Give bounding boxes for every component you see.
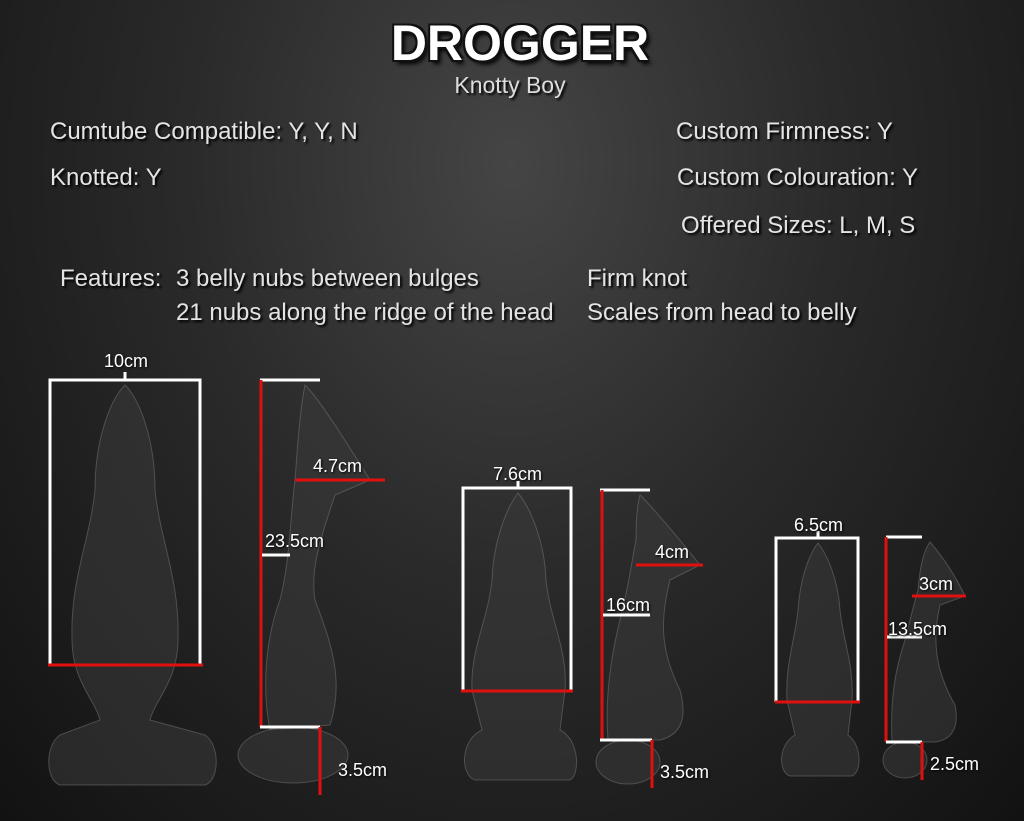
large-base-label: 3.5cm	[338, 760, 388, 780]
features-label: Features:	[60, 265, 162, 292]
large-front-silhouette	[48, 384, 217, 786]
small-width-label: 6.5cm	[794, 515, 844, 535]
medium-side-base	[595, 739, 661, 785]
spec-cumtube: Cumtube Compatible: Y, Y, N	[50, 118, 358, 145]
medium-front-silhouette	[464, 492, 578, 781]
large-length-label: 23.5cm	[265, 531, 325, 551]
feature-item: Scales from head to belly	[587, 299, 857, 326]
feature-item: Firm knot	[587, 265, 688, 292]
product-subtitle: Knotty Boy	[454, 72, 566, 98]
large-side-base	[237, 726, 349, 784]
large-head-label: 4.7cm	[313, 456, 363, 476]
spec-sizes: Offered Sizes: L, M, S	[681, 212, 916, 239]
feature-item: 3 belly nubs between bulges	[176, 265, 479, 292]
medium-length-label: 16cm	[606, 595, 651, 615]
spec-colouration: Custom Colouration: Y	[677, 164, 919, 191]
feature-item: 21 nubs along the ridge of the head	[176, 299, 554, 326]
medium-head-label: 4cm	[655, 542, 690, 562]
small-head-label: 3cm	[919, 574, 954, 594]
spec-firmness: Custom Firmness: Y	[676, 118, 893, 145]
large-side-silhouette	[265, 383, 371, 731]
medium-side-silhouette	[606, 494, 701, 741]
small-side-silhouette	[891, 541, 966, 743]
medium-width-label: 7.6cm	[493, 464, 543, 484]
small-length-label: 13.5cm	[888, 619, 948, 639]
large-width-label: 10cm	[104, 351, 149, 371]
small-front-silhouette	[781, 542, 860, 777]
small-side-base	[882, 741, 928, 779]
medium-base-label: 3.5cm	[660, 762, 710, 782]
small-base-label: 2.5cm	[930, 754, 980, 774]
spec-knotted: Knotted: Y	[50, 164, 162, 191]
product-title: DROGGER	[390, 15, 650, 71]
